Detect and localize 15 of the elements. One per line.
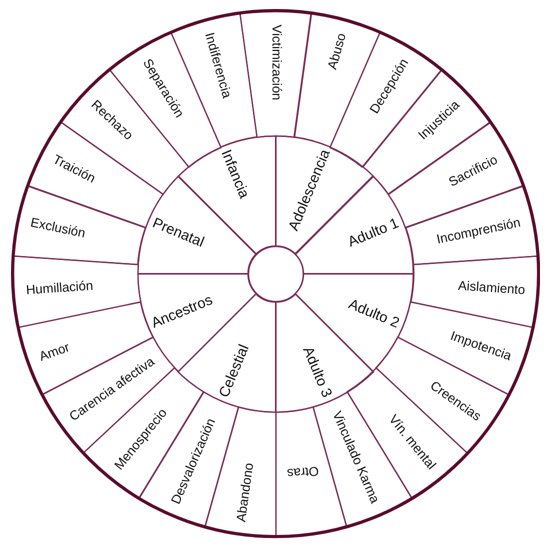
segment-label: Victimización (268, 24, 283, 100)
outer-wheel-segment (410, 255, 540, 328)
segment-label: Abandono (234, 462, 258, 523)
hub-circle (246, 245, 304, 303)
segment-label: Aislamiento (458, 279, 526, 298)
segment-label: Abuso (326, 31, 350, 71)
outer-wheel-segment (404, 184, 539, 266)
segment-label: Adulto 2 (346, 296, 402, 332)
segment-label: Adulto 1 (346, 215, 402, 251)
segment-label: Adulto 3 (298, 344, 334, 400)
segment-label: Exclusión (29, 216, 87, 242)
segment-label: Humillación (26, 279, 94, 298)
outer-wheel-segment (12, 184, 146, 266)
segment-label: Amor (37, 340, 72, 365)
segment-label: Otras (286, 462, 319, 480)
